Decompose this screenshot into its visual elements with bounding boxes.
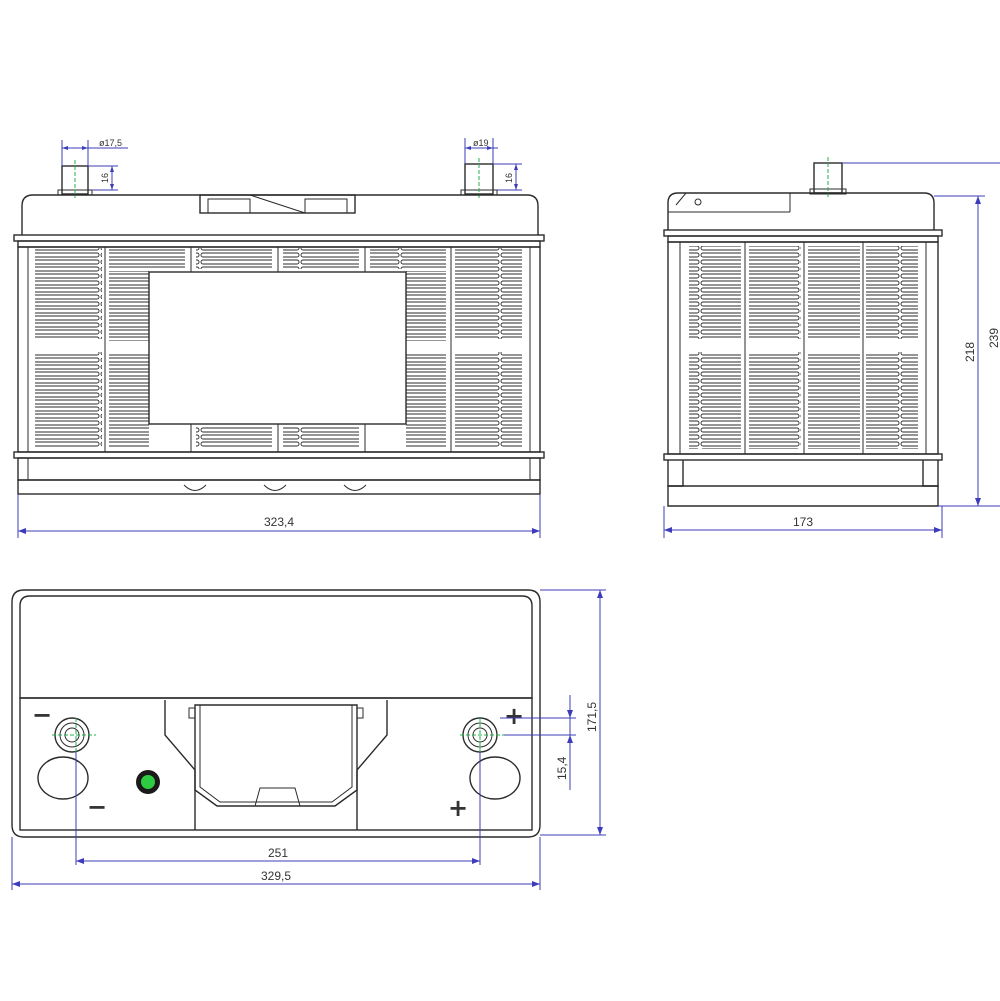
polarity-minus-bottom: − <box>87 793 107 821</box>
dim-terminal-spacing: 251 <box>268 846 288 860</box>
dim-terminal-neg-diameter: ø17,5 <box>99 138 122 148</box>
dim-top-length: 329,5 <box>261 869 291 883</box>
side-view <box>663 157 943 507</box>
top-view: − − + + <box>11 589 541 838</box>
dim-terminal-offset: 15,4 <box>555 756 569 780</box>
dim-height-case: 218 <box>963 342 977 362</box>
dim-front-length: 323,4 <box>264 515 294 529</box>
side-dimensions: 173 218 239 <box>663 162 1000 538</box>
dim-top-depth: 171,5 <box>585 702 599 732</box>
dim-terminal-pos-diameter: ø19 <box>473 138 489 148</box>
top-handle-recess <box>164 700 388 830</box>
front-view <box>13 158 545 495</box>
side-lid <box>667 192 935 230</box>
dim-terminal-height-right: 16 <box>504 173 514 183</box>
dim-height-total: 239 <box>987 328 1000 348</box>
front-label-area <box>148 271 407 425</box>
dim-terminal-height-left: 16 <box>100 173 110 183</box>
polarity-plus-bottom: + <box>448 794 468 822</box>
polarity-plus-top: + <box>504 702 524 730</box>
top-dimensions: 251 329,5 171,5 15,4 <box>11 589 606 890</box>
polarity-minus-top: − <box>32 701 52 729</box>
front-dimensions: ø17,5 16 ø19 16 323,4 <box>17 138 541 538</box>
top-outline <box>11 589 541 838</box>
front-lid <box>21 194 539 235</box>
dim-side-width: 173 <box>793 515 813 529</box>
side-base <box>667 485 939 507</box>
